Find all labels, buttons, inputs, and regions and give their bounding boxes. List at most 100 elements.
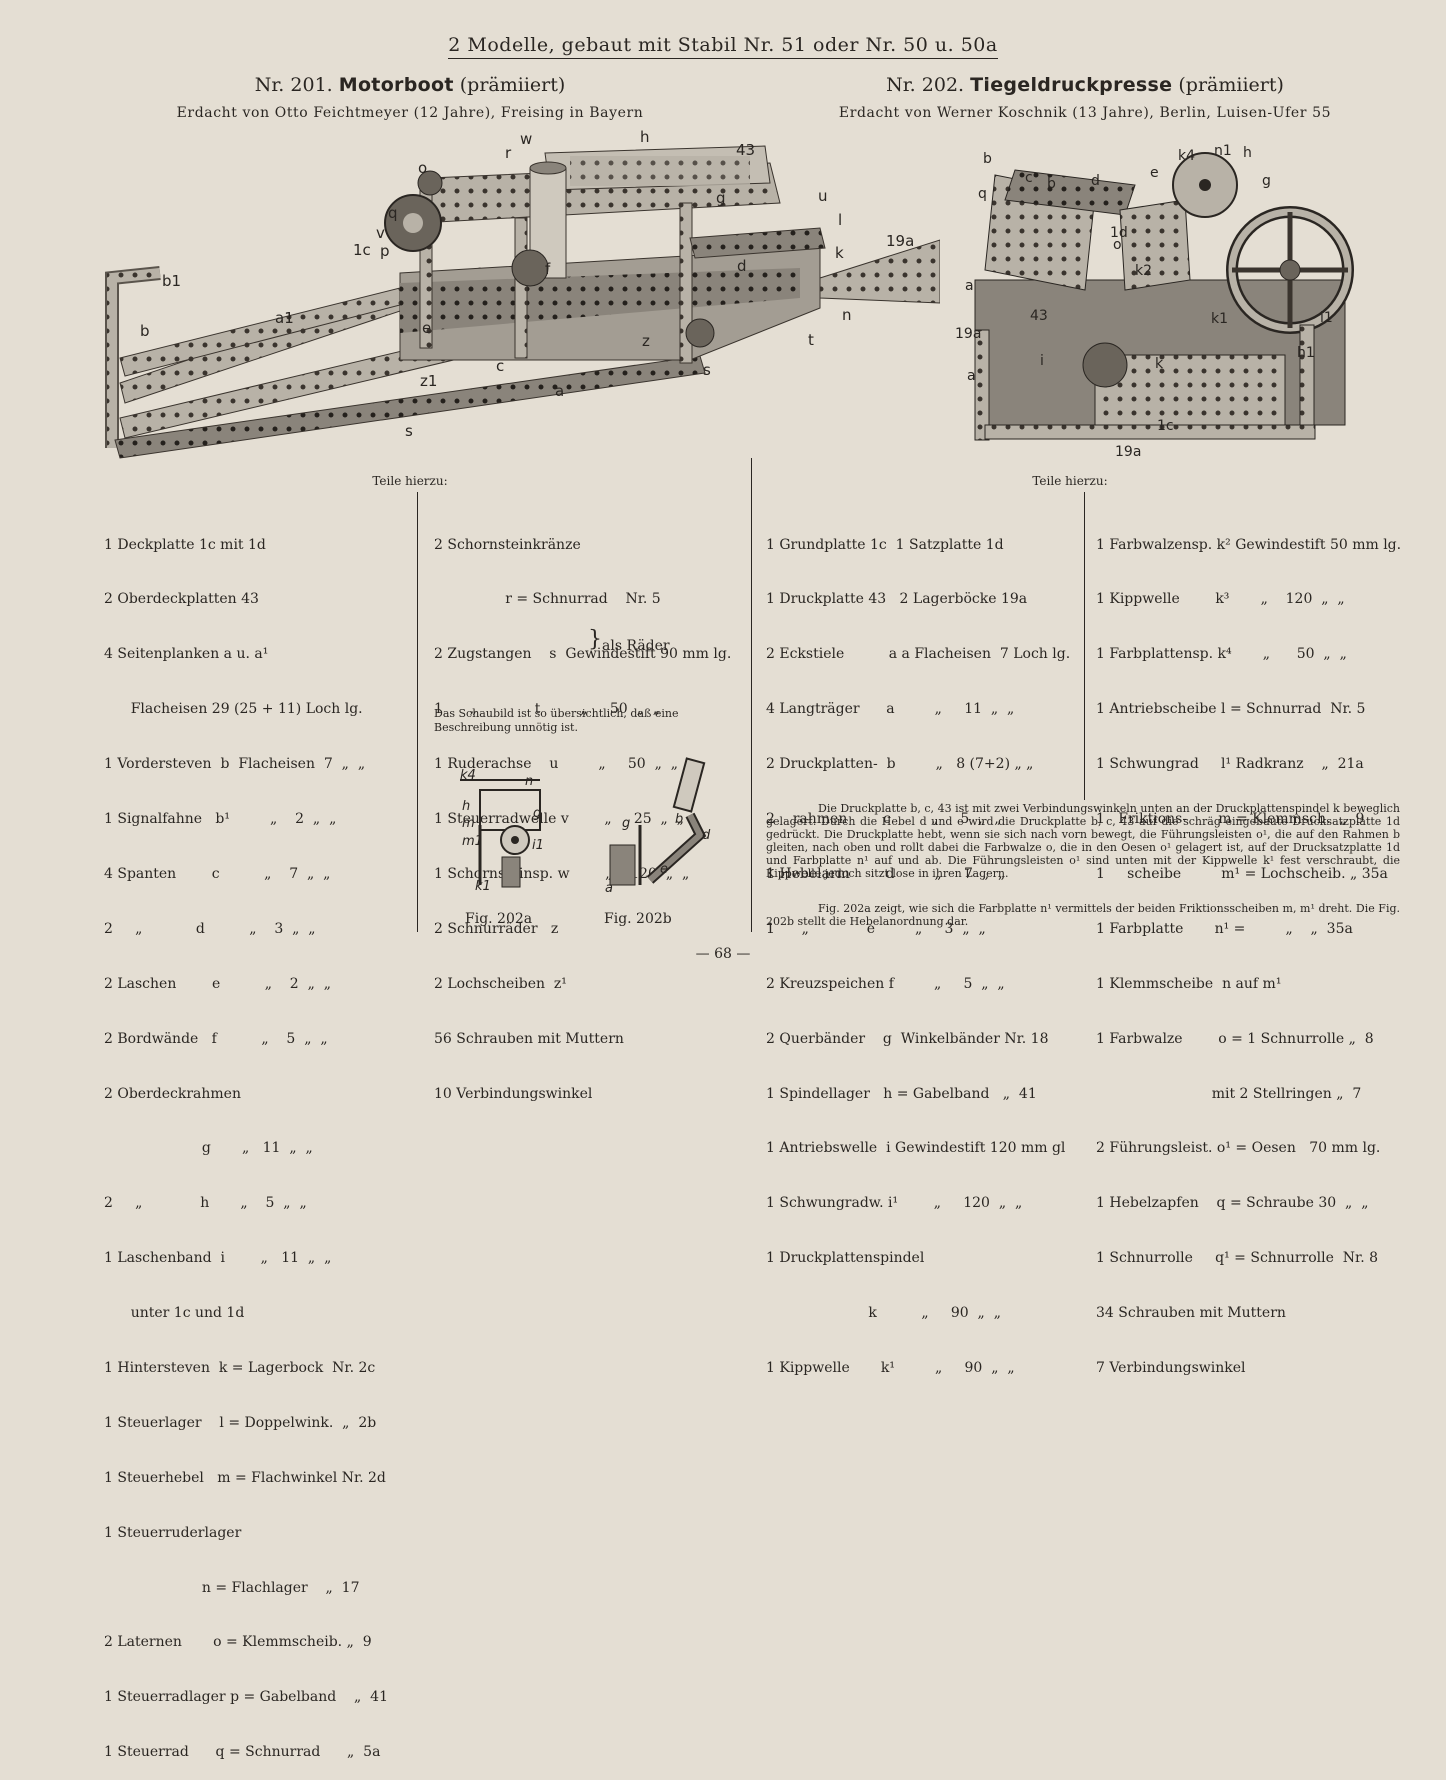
fig-label: m1: [462, 834, 483, 849]
fig-label: a: [555, 382, 564, 400]
fig-label: r: [505, 144, 512, 162]
fig-label: k: [1155, 356, 1164, 372]
fig-label: b: [983, 151, 992, 167]
parts-line: 1 Schnurrolle q¹ = Schnurrolle Nr. 8: [1096, 1250, 1378, 1267]
parts-line: 1 Steuerlager l = Doppelwink. „ 2b: [104, 1414, 377, 1431]
parts-line: 1 Steuerradwelle v „ 25 „ „: [434, 811, 684, 828]
parts-heading-202: Teile hierzu:: [1032, 474, 1108, 488]
fig-label: k2: [1135, 263, 1152, 279]
parts-line: 1 Farbplatte n¹ = „ „ 35a: [1096, 920, 1353, 937]
parts-line: 1 Schwungradw. i¹ „ 120 „ „: [766, 1195, 1023, 1212]
fig-label: o: [1113, 237, 1122, 253]
fig-label: g: [716, 189, 726, 207]
fig-label: m: [462, 816, 475, 831]
parts-line: 1 „ t „ 50 „ „: [434, 701, 661, 718]
fig-label: k1: [1211, 311, 1228, 327]
fig-label: a1: [275, 309, 294, 327]
parts-line: 1 Vordersteven b Flacheisen 7 „ „: [104, 756, 366, 773]
parts-line: 1 Schornsteinsp. w „ 120 „ „: [434, 865, 690, 882]
model-201-heading: Nr. 201. Motorboot (prämiiert): [100, 74, 720, 96]
parts-line: 1 Farbwalzensp. k² Gewindestift 50 mm lg…: [1096, 536, 1402, 553]
fig-label: a: [967, 368, 976, 384]
fig-label: k4: [460, 768, 476, 783]
fig-label: i1: [532, 838, 544, 853]
fig-label: h: [1243, 145, 1252, 161]
model-202-award: (prämiiert): [1178, 74, 1284, 96]
parts-line: 1 Deckplatte 1c mit 1d: [104, 536, 266, 553]
parts-line: 1 Signalfahne b¹ „ 2 „ „: [104, 811, 337, 828]
fig-label: h1: [1297, 345, 1315, 361]
parts-line: 1 Antriebswelle i Gewindestift 120 mm gl: [766, 1140, 1066, 1157]
model-202-inventor: Erdacht von Werner Koschnik (13 Jahre), …: [838, 105, 1332, 121]
fig-label: p: [380, 242, 390, 260]
page-title: 2 Modelle, gebaut mit Stabil Nr. 51 oder…: [0, 34, 1446, 59]
parts-line: 1 Steuerruderlager: [104, 1524, 242, 1541]
parts-line: 2 Zugstangen s Gewindestift 90 mm lg.: [434, 646, 732, 663]
parts-line: g „ 11 „ „: [104, 1140, 313, 1157]
parts-line: 2 Lochscheiben z¹: [434, 975, 567, 992]
fig-label: g: [1262, 173, 1271, 189]
parts-line: 2 Kreuzspeichen f „ 5 „ „: [766, 975, 1005, 992]
parts-line: 1 Farbplattensp. k⁴ „ 50 „ „: [1096, 646, 1347, 663]
parts-line: 2 Oberdeckrahmen: [104, 1085, 241, 1102]
als-raeder-label: als Räder: [602, 638, 670, 654]
parts-line: 1 Kippwelle k³ „ 120 „ „: [1096, 591, 1345, 608]
parts-line: n = Flachlager „ 17: [104, 1579, 360, 1596]
fig-label: 1d: [1110, 225, 1128, 241]
fig-label: e: [422, 319, 431, 337]
fig-label: f: [545, 260, 551, 278]
fig-label: d: [702, 828, 711, 843]
fig-label: 43: [1030, 308, 1048, 324]
parts-line: 1 Hintersteven k = Lagerbock Nr. 2c: [104, 1359, 376, 1376]
parts-line: 1 Hebelarm d „ 7 „ „: [766, 865, 1006, 882]
fig-label: n1: [1214, 143, 1232, 159]
parts-line: 1 Hebelzapfen q = Schraube 30 „ „: [1096, 1195, 1369, 1212]
fig-label: w: [520, 130, 532, 148]
parts-line: 1 Kippwelle k¹ „ 90 „ „: [766, 1359, 1015, 1376]
parts-line: 1 Druckplatte 43 2 Lagerböcke 19a: [766, 591, 1028, 608]
fig-label: a: [965, 278, 974, 294]
fig-label: i1: [1320, 310, 1333, 326]
fig-label: v: [376, 224, 385, 242]
parts-line: 2 Oberdeckplatten 43: [104, 591, 259, 608]
parts-line: 7 Verbindungswinkel: [1096, 1359, 1246, 1376]
parts-line: 1 Antriebscheibe l = Schnurrad Nr. 5: [1096, 701, 1366, 718]
printing-press-illustration: b q c b d e k4 n1 h g 1d o k2 k1 a 43 19…: [955, 143, 1354, 458]
model-202-description-1: Die Druckplatte b, c, 43 ist mit zwei Ve…: [766, 802, 1400, 880]
fig-label: g: [622, 816, 630, 831]
fig-label: 19a: [1115, 444, 1141, 458]
parts-line: 1 Steuerradlager p = Gabelband „ 41: [104, 1689, 388, 1706]
model-201-name: Motorboot: [338, 74, 454, 96]
parts-line: 2 Laternen o = Klemmscheib. „ 9: [104, 1634, 372, 1651]
fig-label: z: [642, 332, 650, 350]
fig-label: b: [675, 812, 683, 827]
model-201-award: (prämiiert): [459, 74, 566, 96]
model-202-number: Nr. 202.: [886, 74, 965, 96]
model-201-number: Nr. 201.: [254, 74, 333, 96]
column-divider: [1084, 492, 1085, 800]
fig-label: q: [978, 186, 987, 202]
parts-line: 1 „ e „ 3 „ „: [766, 920, 986, 937]
fig-label: 1c: [353, 241, 371, 259]
parts-line: r = Schnurrad Nr. 5: [434, 591, 661, 608]
parts-line: 2 Schnurräder z: [434, 920, 559, 937]
parts-line: 2 Querbänder g Winkelbänder Nr. 18: [766, 1030, 1049, 1047]
parts-line: 4 Langträger a „ 11 „ „: [766, 701, 1015, 718]
motorboat-illustration: b1 b a1 z1 s c a e f 1c p v q o r w h 43…: [105, 128, 940, 459]
parts-line: 10 Verbindungswinkel: [434, 1085, 593, 1102]
fig-label: k4: [1178, 148, 1195, 164]
fig-label: k: [835, 244, 844, 262]
fig-label: b1: [162, 272, 181, 290]
parts-line: 1 Ruderachse u „ 50 „ „: [434, 756, 679, 773]
fig-label: b: [140, 322, 150, 340]
fig-label: s: [703, 361, 711, 379]
fig-label: e: [660, 862, 668, 877]
fig-label: c: [1025, 170, 1033, 186]
fig-label: 1c: [1157, 418, 1174, 434]
parts-line: 2 Druckplatten- b „ 8 (7+2) „ „: [766, 756, 1034, 773]
fig-label: d: [737, 257, 747, 275]
fig-label: 19a: [886, 232, 914, 250]
parts-line: 2 rahmen c „ 5 „ „: [766, 811, 1002, 828]
parts-line: 34 Schrauben mit Muttern: [1096, 1305, 1286, 1322]
brace: }: [588, 627, 602, 652]
